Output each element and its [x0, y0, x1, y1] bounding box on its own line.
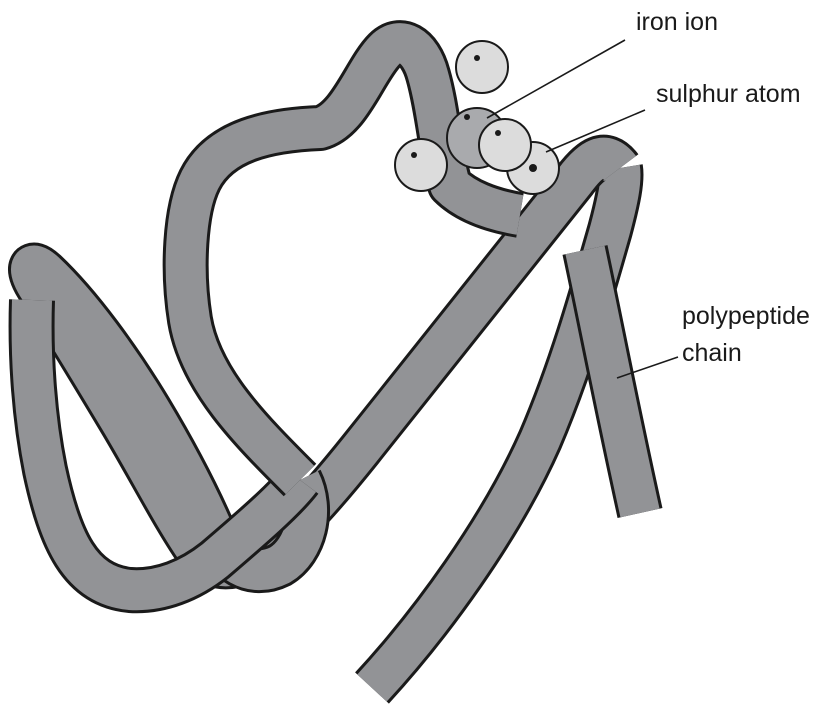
- sulphur-atom: [395, 139, 447, 191]
- iron-ion-leader-line: [487, 40, 625, 118]
- chain-segment-right-tail: [585, 250, 640, 513]
- sulphur-atom-label: sulphur atom: [656, 80, 801, 108]
- label-polypeptide-chain: polypeptide chain: [617, 302, 810, 378]
- sulphur-atom: [479, 119, 531, 171]
- polypeptide-chain-label-line1: polypeptide: [682, 302, 810, 330]
- sulphur-atom: [456, 41, 508, 93]
- polypeptide-chain: [31, 43, 640, 688]
- polypeptide-chain-label-line2: chain: [682, 339, 742, 367]
- iron-ion-label: iron ion: [636, 8, 718, 36]
